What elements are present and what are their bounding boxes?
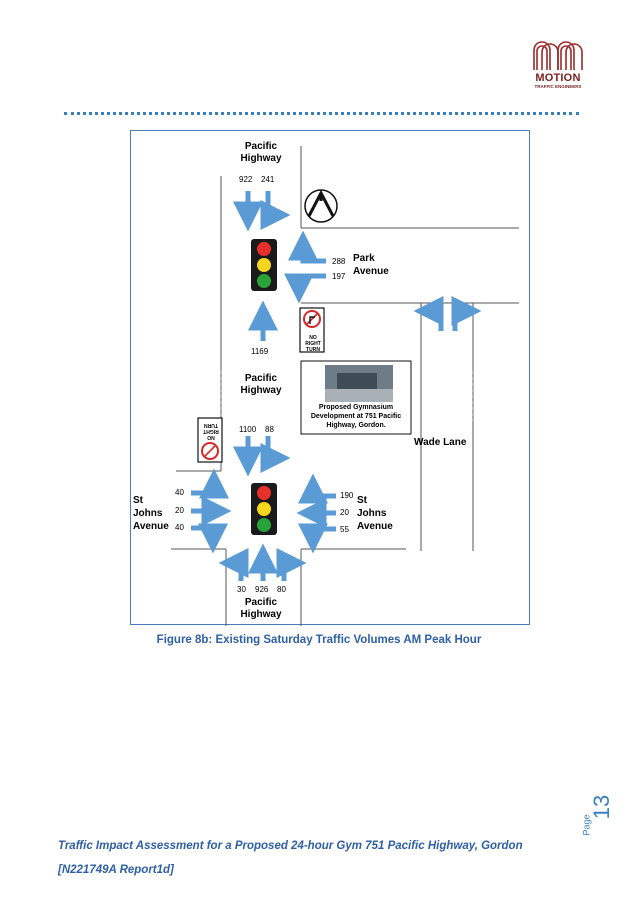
vol-south-right: 80 (277, 585, 286, 594)
road-label-pacific-top: Pacific Highway (240, 141, 282, 164)
traffic-diagram: Pacific Highway 922 241 288 197 Park Ave… (130, 130, 530, 626)
road-label-pacific-mid: Pacific Highway (240, 373, 282, 396)
logo-arches-icon (533, 41, 583, 70)
road-label-park: Park Avenue (353, 253, 389, 277)
road-label-wade: Wade Lane (414, 437, 467, 448)
vol-mid-south-through: 1100 (239, 425, 257, 434)
road-label-st-johns-west: St Johns Avenue (133, 495, 169, 532)
no-right-turn-sign-rotated (197, 417, 223, 463)
vol-south-left: 30 (237, 585, 246, 594)
arrow-east-left (298, 473, 336, 504)
road-label-st-johns-east: St Johns Avenue (357, 495, 393, 532)
vol-west-right: 40 (175, 523, 184, 532)
no-right-turn-label: NO RIGHT TURN (305, 335, 321, 353)
logo-name: MOTION (535, 72, 581, 84)
traffic-arrows (191, 191, 482, 581)
vol-west-through: 20 (175, 506, 184, 515)
footer-report-id: [N221749A Report1d] (58, 864, 174, 876)
no-right-turn-label-rotated: NO RIGHT TURN (203, 422, 219, 440)
vol-mid-north: 1169 (251, 347, 269, 356)
arrow-south-right (276, 548, 307, 581)
page-number-value: 13 (589, 794, 615, 820)
vol-mid-south-left: 88 (265, 425, 274, 434)
company-logo: MOTION TRAFFIC ENGINEERS (528, 40, 588, 92)
vol-west-left: 40 (175, 488, 184, 497)
vol-east-right: 55 (340, 525, 349, 534)
vol-park-left: 288 (332, 257, 346, 266)
arrow-south-left (218, 548, 249, 581)
arrow-park-out (284, 273, 326, 304)
arrow-wade-right (451, 296, 482, 331)
arrow-wade-left (413, 296, 444, 331)
development-label: Proposed Gymnasium Development at 751 Pa… (310, 404, 402, 429)
arrow-north-in-left (260, 191, 291, 230)
vol-north-left: 241 (261, 175, 275, 184)
footer-title: Traffic Impact Assessment for a Proposed… (58, 840, 523, 852)
no-right-turn-sign (299, 307, 325, 353)
vol-park-out: 197 (332, 272, 346, 281)
vol-south-through: 926 (255, 585, 269, 594)
arrow-mid-south-left (260, 436, 291, 473)
traffic-light-bottom (251, 483, 277, 535)
logo-subtitle: TRAFFIC ENGINEERS (534, 84, 582, 89)
vol-east-left: 190 (340, 491, 354, 500)
figure-caption: Figure 8b: Existing Saturday Traffic Vol… (156, 634, 482, 646)
arrow-west-left (191, 468, 229, 499)
header-divider (64, 112, 579, 115)
arrow-west-right (191, 523, 228, 554)
page-number: Page 13 (580, 790, 630, 840)
road-label-pacific-bottom: Pacific Highway (240, 597, 282, 620)
traffic-diagram-svg (171, 146, 519, 626)
arrow-park-left (288, 230, 326, 264)
vol-north-through: 922 (239, 175, 253, 184)
arrow-east-right (298, 523, 336, 554)
vol-east-through: 20 (340, 508, 349, 517)
traffic-light-top (251, 239, 277, 291)
north-arrow-icon (304, 189, 338, 223)
